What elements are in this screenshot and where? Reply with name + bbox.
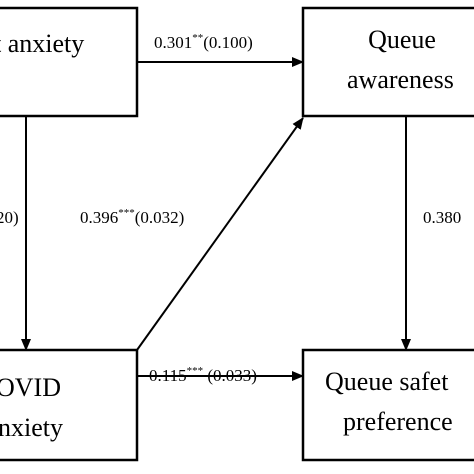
coef-anxiety-to-covid-anxiety: 20) [0, 208, 19, 227]
coef-covid-anxiety-to-queue-awareness: 0.396***(0.032) [80, 207, 184, 227]
node-label-top-right-line1: Queue [368, 25, 436, 54]
node-box-bottom-left [0, 348, 139, 462]
node-label-top-left: t anxiety [0, 29, 84, 58]
node-box-top-left [0, 6, 139, 118]
node-box-bottom-right [301, 348, 474, 462]
coef-covid-anxiety-to-queue-safety: 0.115*** (0.033) [149, 365, 257, 385]
coef-anxiety-to-queue-awareness: 0.301**(0.100) [154, 32, 253, 52]
node-label-bottom-left-line1: OVID [0, 373, 61, 402]
coef-queue-awareness-to-queue-safety: 0.380 [423, 208, 461, 227]
node-label-bottom-right-line1: Queue safet [325, 367, 449, 396]
arrow-covid-anxiety-to-queue-awareness [136, 117, 304, 351]
node-label-top-right-line2: awareness [347, 65, 454, 94]
node-label-bottom-right-line2: preference [343, 407, 453, 436]
node-label-bottom-left-line2: nxiety [0, 413, 63, 442]
node-box-top-right [301, 6, 474, 118]
